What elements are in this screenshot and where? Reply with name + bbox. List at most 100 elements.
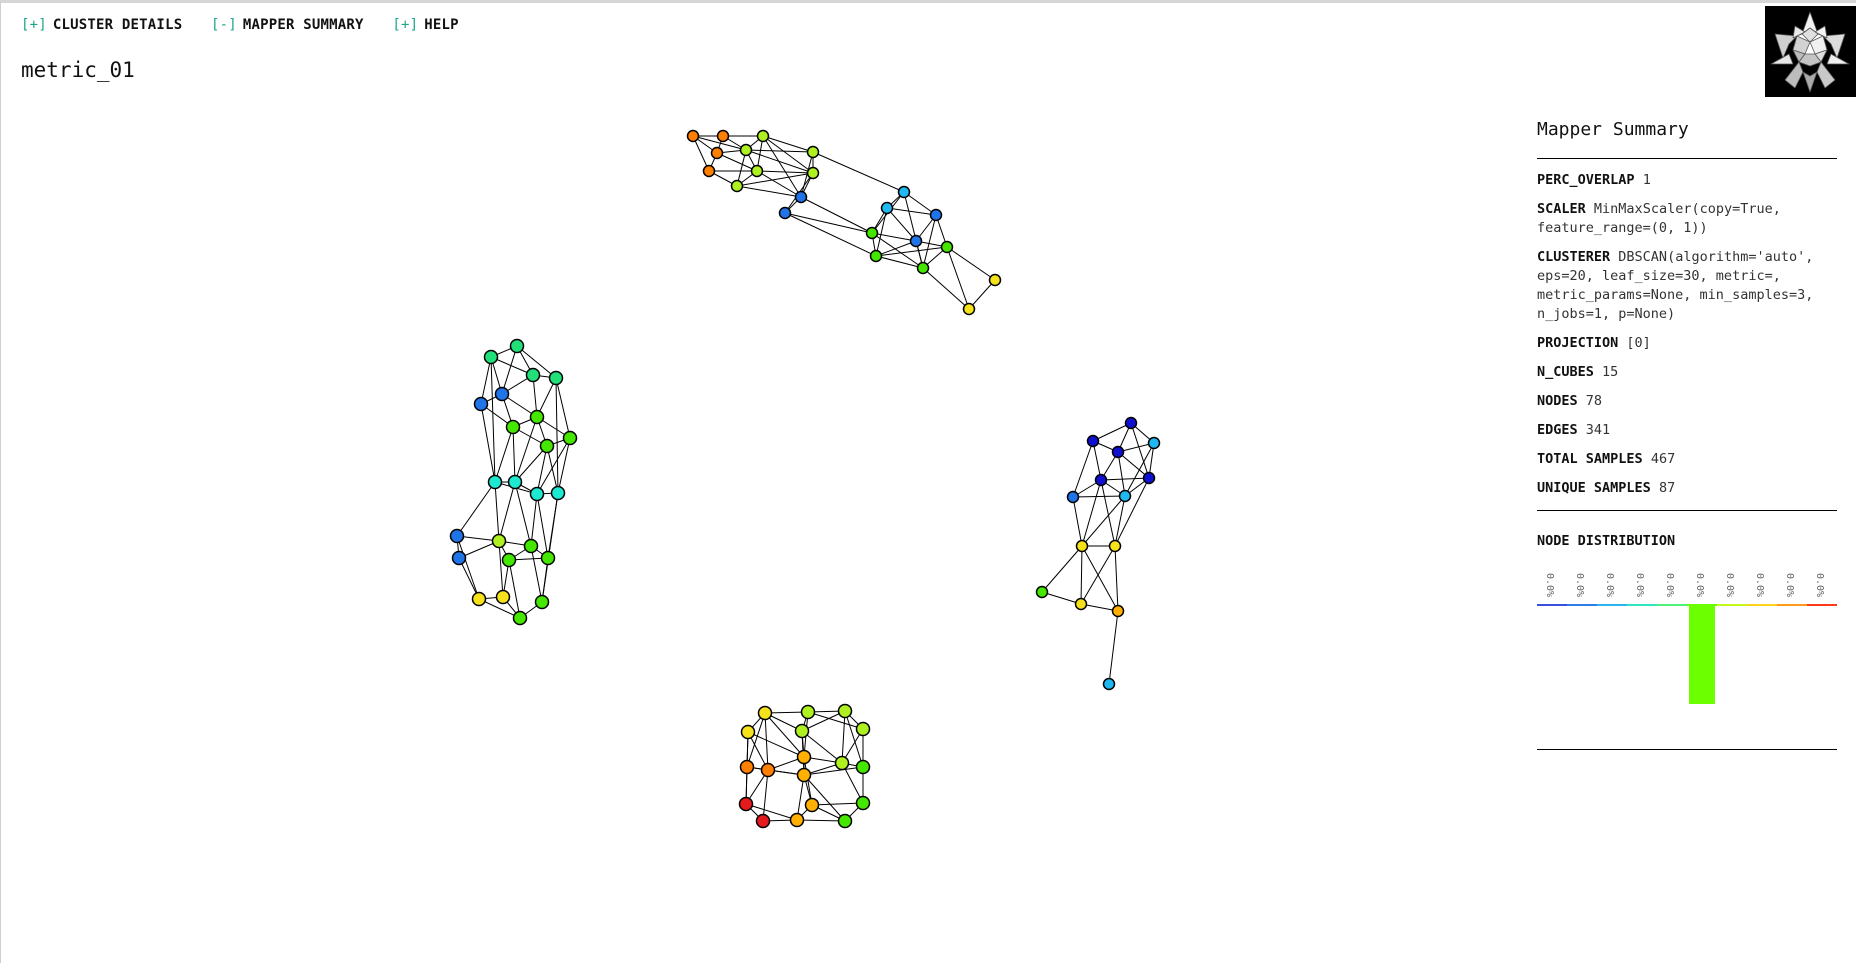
graph-node[interactable] (529, 409, 545, 425)
distribution-bar[interactable] (1689, 604, 1715, 704)
graph-edge (1108, 610, 1119, 685)
graph-node[interactable] (1075, 539, 1089, 553)
graph-node[interactable] (539, 438, 555, 454)
graph-node[interactable] (1142, 471, 1156, 485)
graph-node[interactable] (1147, 436, 1161, 450)
distribution-color-segment (1717, 604, 1747, 606)
graph-node[interactable] (855, 721, 871, 737)
graph-node[interactable] (505, 419, 521, 435)
menu-cluster-details[interactable]: [+]CLUSTER DETAILS (21, 17, 182, 33)
graph-node[interactable] (1094, 473, 1108, 487)
graph-edge (536, 493, 549, 559)
graph-node[interactable] (865, 226, 879, 240)
graph-node[interactable] (1108, 539, 1122, 553)
graph-node[interactable] (929, 208, 943, 222)
graph-node[interactable] (710, 146, 724, 160)
graph-node[interactable] (778, 206, 792, 220)
graph-node[interactable] (523, 538, 539, 554)
graph-edge (875, 246, 948, 257)
graph-node[interactable] (806, 145, 820, 159)
graph-edge (1100, 479, 1116, 547)
graph-edge (692, 135, 747, 151)
graph-node[interactable] (730, 179, 744, 193)
graph-node[interactable] (1086, 434, 1100, 448)
graph-node[interactable] (755, 813, 771, 829)
graph-node[interactable] (716, 129, 730, 143)
graph-node[interactable] (916, 261, 930, 275)
graph-node[interactable] (507, 474, 523, 490)
graph-edge (1041, 591, 1082, 605)
graph-node[interactable] (757, 705, 773, 721)
graph-node[interactable] (529, 486, 545, 502)
graph-node[interactable] (739, 759, 755, 775)
param-key: PROJECTION (1537, 335, 1619, 351)
graph-node[interactable] (738, 796, 754, 812)
graph-node[interactable] (1111, 604, 1125, 618)
graph-node[interactable] (473, 396, 489, 412)
graph-node[interactable] (804, 797, 820, 813)
graph-node[interactable] (869, 249, 883, 263)
graph-node[interactable] (483, 349, 499, 365)
graph-node[interactable] (548, 370, 564, 386)
menu-mapper-summary[interactable]: [-]MAPPER SUMMARY (211, 17, 364, 33)
graph-node[interactable] (855, 795, 871, 811)
graph-node[interactable] (495, 589, 511, 605)
graph-node[interactable] (1074, 597, 1088, 611)
graph-edge (946, 246, 996, 281)
collapse-toggle: [-] (210, 17, 237, 33)
graph-node[interactable] (855, 759, 871, 775)
graph-node[interactable] (988, 273, 1002, 287)
graph-node[interactable] (494, 386, 510, 402)
graph-node[interactable] (880, 201, 894, 215)
graph-node[interactable] (702, 164, 716, 178)
graph-node[interactable] (509, 338, 525, 354)
graph-node[interactable] (449, 528, 465, 544)
graph-node[interactable] (512, 610, 528, 626)
graph-node[interactable] (1066, 490, 1080, 504)
graph-node[interactable] (897, 185, 911, 199)
graph-node[interactable] (501, 552, 517, 568)
graph-edge (1114, 477, 1150, 547)
graph-node[interactable] (471, 591, 487, 607)
graph-edge (803, 774, 846, 822)
graph-node[interactable] (800, 704, 816, 720)
graph-edge (736, 172, 814, 187)
graph-node[interactable] (487, 474, 503, 490)
graph-node[interactable] (491, 533, 507, 549)
graph-node[interactable] (686, 129, 700, 143)
graph-node[interactable] (760, 762, 776, 778)
graph-node[interactable] (1102, 677, 1116, 691)
param-value: 15 (1602, 364, 1619, 380)
graph-node[interactable] (1111, 445, 1125, 459)
graph-node[interactable] (525, 367, 541, 383)
graph-node[interactable] (837, 703, 853, 719)
graph-node[interactable] (534, 594, 550, 610)
graph-node[interactable] (789, 812, 805, 828)
graph-node[interactable] (794, 723, 810, 739)
graph-node[interactable] (1124, 416, 1138, 430)
graph-edge (756, 170, 802, 198)
graph-node[interactable] (740, 724, 756, 740)
graph-node[interactable] (834, 755, 850, 771)
graph-node[interactable] (550, 485, 566, 501)
graph-node[interactable] (794, 190, 808, 204)
graph-node[interactable] (739, 143, 753, 157)
graph-node[interactable] (750, 164, 764, 178)
graph-node[interactable] (562, 430, 578, 446)
kepler-logo (1765, 6, 1856, 97)
graph-node[interactable] (1118, 489, 1132, 503)
graph-node[interactable] (806, 166, 820, 180)
graph-node[interactable] (940, 240, 954, 254)
graph-node[interactable] (540, 550, 556, 566)
menu-help[interactable]: [+]HELP (392, 17, 458, 33)
graph-edge (796, 819, 846, 822)
graph-node[interactable] (796, 749, 812, 765)
mapper-graph[interactable] (1, 3, 1501, 963)
graph-node[interactable] (1035, 585, 1049, 599)
graph-node[interactable] (451, 550, 467, 566)
graph-node[interactable] (796, 767, 812, 783)
graph-node[interactable] (837, 813, 853, 829)
graph-node[interactable] (962, 302, 976, 316)
graph-node[interactable] (909, 234, 923, 248)
graph-node[interactable] (756, 129, 770, 143)
